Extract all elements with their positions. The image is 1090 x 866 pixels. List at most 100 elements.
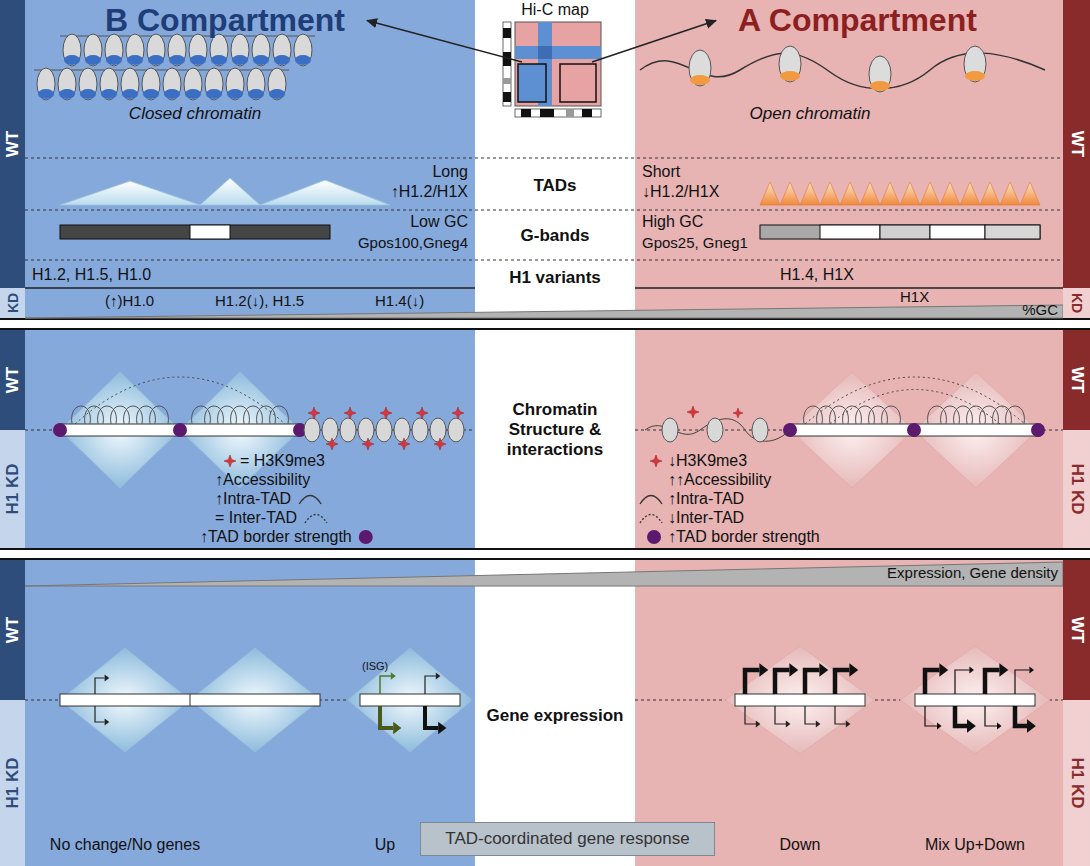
annotation: Closed chromatin: [129, 104, 261, 124]
condition-label: H1 KD: [1067, 463, 1087, 514]
gene-arrowhead: [999, 663, 1008, 676]
tad-triangle: [840, 182, 860, 205]
gene-arrowhead: [939, 663, 948, 676]
tad-triangles-b: [60, 178, 390, 205]
annotation: High GC: [642, 213, 703, 231]
annotation: Long: [432, 163, 468, 181]
tad-triangle: [1020, 182, 1040, 205]
annotation: ↓H3K9me3: [668, 452, 747, 470]
compartment-title: A Compartment: [738, 2, 977, 39]
row-heading: TADs: [533, 176, 576, 196]
chromatin-loop: [1006, 406, 1025, 424]
h3k9me3-star: [452, 407, 464, 419]
nucleosome: [340, 418, 356, 442]
tad-border: [907, 423, 921, 437]
h3k9me3-star: [434, 438, 446, 450]
nucleosome-mark: [227, 89, 243, 99]
tad-triangle: [1000, 182, 1020, 205]
inter-tad-symbol: [305, 515, 327, 524]
condition-bar: KD: [1063, 288, 1090, 318]
gene-arrowhead: [789, 663, 798, 676]
gene-arrowhead: [967, 719, 976, 732]
nucleosome-mark: [253, 55, 269, 65]
gene-arrow: [775, 706, 786, 724]
nucleosome: [58, 68, 76, 100]
tad-triangle: [940, 182, 960, 205]
condition-label: H1 KD: [3, 757, 23, 808]
intra-tad-symbol: [299, 496, 321, 505]
nucleosome-mark: [169, 55, 185, 65]
condition-label: WT: [1067, 367, 1087, 393]
nucleosome: [394, 418, 410, 442]
gene-arrowhead: [1027, 719, 1036, 732]
condition-bar: H1 KD: [0, 430, 25, 548]
nucleosome-mark: [211, 55, 227, 65]
nucleosome: [273, 34, 291, 66]
gene-arrow: [985, 706, 997, 726]
gene-arrow: [425, 676, 436, 694]
annotation: ↓Inter-TAD: [668, 509, 744, 527]
tad-triangle: [820, 182, 840, 205]
compartment-region: B Compartment: [25, 0, 475, 150]
nucleosome-mark: [143, 89, 159, 99]
annotation: H1.2(↓), H1.5: [215, 292, 304, 310]
tad-triangle: [800, 182, 820, 205]
annotation: ↑Accessibility: [215, 471, 310, 489]
nucleosome-mark: [59, 89, 75, 99]
nucleosome: [147, 34, 165, 66]
nucleosome: [121, 68, 139, 100]
tad-triangle: [980, 182, 1000, 205]
h3k9me3-star: [733, 408, 743, 418]
compartment-region: A Compartment: [635, 0, 1063, 150]
gene-arrow: [1015, 706, 1027, 726]
chromatin-loop: [270, 406, 289, 424]
nucleosome: [205, 68, 223, 100]
h3k9me3-star: [650, 455, 662, 467]
gene-arrow: [380, 706, 393, 728]
annotation: (ISG): [362, 660, 388, 673]
annotation: ↑Intra-TAD: [668, 490, 744, 508]
h3k9me3-star: [224, 455, 236, 467]
nucleosome: [304, 418, 320, 442]
tad-triangle: [860, 182, 880, 205]
annotation: No change/No genes: [50, 836, 200, 854]
linker-dna: [645, 419, 790, 442]
condition-label: WT: [1067, 617, 1087, 643]
condition-bar: H1 KD: [0, 700, 25, 866]
tad-triangle: [880, 182, 900, 205]
condition-label: WT: [3, 131, 23, 157]
h3k9me3-star: [362, 438, 374, 450]
nucleosome: [184, 68, 202, 100]
note-box: TAD-coordinated gene response: [420, 822, 715, 856]
nucleosome-mark: [106, 55, 122, 65]
gene-arrow: [955, 670, 969, 694]
gene-arrow: [835, 670, 849, 694]
gene-arrowhead: [819, 663, 828, 676]
nucleosome: [322, 418, 338, 442]
annotation: Expression, Gene density: [887, 564, 1058, 582]
h3k9me3-star: [308, 407, 320, 419]
tad-triangle: [900, 182, 920, 205]
nucleosome: [662, 418, 678, 442]
tad-triangle: [780, 182, 800, 205]
gene-arrow: [425, 706, 438, 728]
annotation: ↑TAD border strength: [200, 528, 352, 546]
annotation: ↑↑Accessibility: [668, 471, 771, 489]
row-heading: G-bands: [521, 226, 590, 246]
row-heading: H1 variants: [509, 268, 601, 288]
nucleosome: [63, 34, 81, 66]
nucleosome: [247, 68, 265, 100]
gene-arrowhead: [759, 663, 768, 676]
nucleosome-mark: [269, 89, 285, 99]
annotation: Short: [642, 163, 680, 181]
nucleosome: [142, 68, 160, 100]
nucleosome: [752, 418, 768, 442]
h3k9me3-star: [398, 438, 410, 450]
gene-arrowhead: [393, 722, 401, 734]
tad-triangle: [920, 182, 940, 205]
annotation: Open chromatin: [750, 104, 871, 124]
annotation: H1X: [900, 288, 929, 306]
annotation: Up: [375, 836, 395, 854]
gene-arrow: [380, 676, 391, 694]
gene-arrow: [985, 670, 999, 694]
